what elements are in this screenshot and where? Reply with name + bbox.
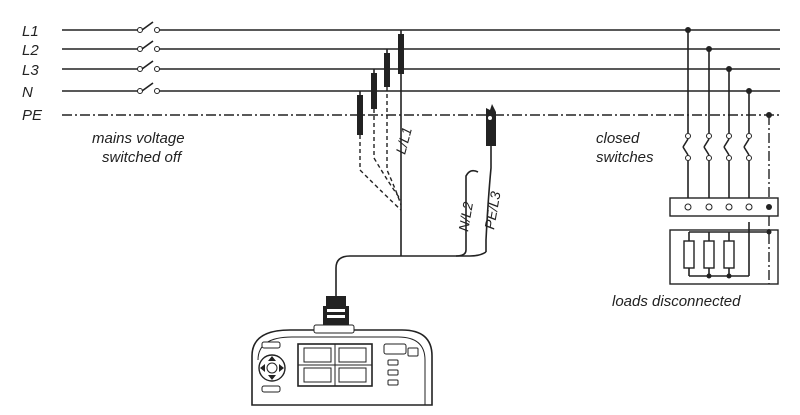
cable-join-n <box>455 249 467 257</box>
closed-switches-label-line1: closed <box>596 130 640 147</box>
probe-label-pe-l3: PE/L3 <box>481 190 503 231</box>
crocodile-clip-icon <box>486 104 496 146</box>
loads-box <box>669 216 779 285</box>
main-switch-icon <box>137 60 160 72</box>
loads-disconnected-label: loads disconnected <box>612 293 741 310</box>
line-label-l1: L1 <box>22 23 39 40</box>
distribution-taps <box>685 27 772 198</box>
test-probe-icon <box>384 49 390 87</box>
tester-instrument-icon <box>251 324 433 406</box>
line-label-l3: L3 <box>22 62 39 79</box>
probe-lead-n <box>359 135 402 211</box>
connector-plug-icon <box>323 296 349 326</box>
line-label-n: N <box>22 84 33 101</box>
probe-label-n-l2: N/L2 <box>455 200 476 232</box>
test-probe-icon <box>371 69 377 109</box>
test-probe-icon <box>357 91 363 135</box>
mains-off-line2: switched off <box>102 149 183 166</box>
test-probe-icon <box>398 30 404 74</box>
line-label-pe: PE <box>22 107 43 124</box>
clip-lead-pe <box>485 146 492 252</box>
conductor-n <box>62 82 780 94</box>
main-switch-icon <box>137 21 160 33</box>
probe-lead-l3 <box>373 109 402 201</box>
conductor-l2 <box>62 40 780 52</box>
main-switch-icon <box>137 40 160 52</box>
probe-lead-l2 <box>386 87 402 206</box>
conductor-l1 <box>62 21 780 33</box>
main-cable <box>335 251 487 298</box>
line-label-l2: L2 <box>22 42 39 59</box>
terminal-block <box>669 197 779 217</box>
conductor-l3 <box>62 60 780 72</box>
closed-switches-label-line2: switches <box>596 149 654 166</box>
load-resistor-icon <box>683 232 695 276</box>
lead-n <box>465 169 479 250</box>
probe-label-l-l1: L/L1 <box>392 125 415 155</box>
mains-off-line1: mains voltage <box>92 130 185 147</box>
main-switch-icon <box>137 82 160 94</box>
closed-switches <box>682 133 752 200</box>
